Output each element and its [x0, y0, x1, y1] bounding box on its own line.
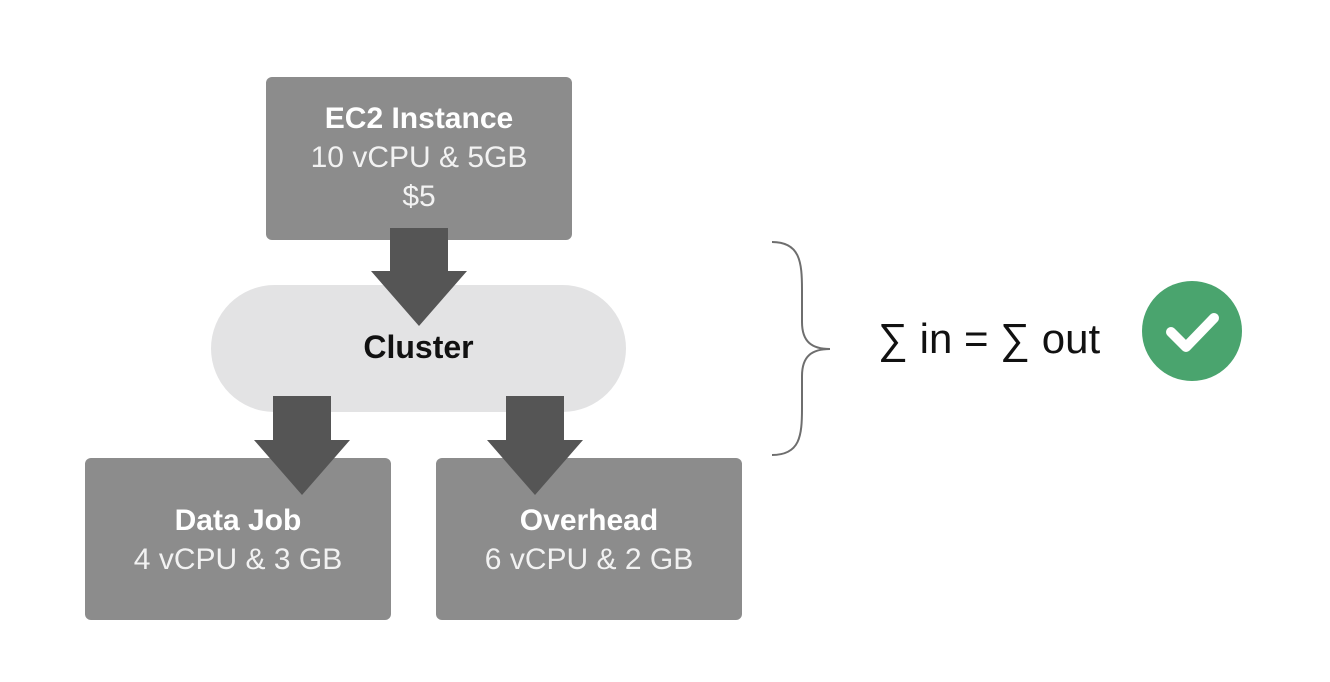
- cluster-label: Cluster: [363, 329, 474, 365]
- arrow-cluster-to-data-job: [254, 396, 350, 495]
- data-job-node: Data Job 4 vCPU & 3 GB: [85, 458, 391, 620]
- ec2-spec: 10 vCPU & 5GB: [310, 141, 528, 174]
- data-job-title: Data Job: [174, 504, 302, 537]
- ec2-cost: $5: [402, 180, 436, 213]
- arrow-ec2-to-cluster: [371, 228, 467, 326]
- conservation-equation: ∑ in = ∑ out: [878, 315, 1101, 362]
- overhead-node: Overhead 6 vCPU & 2 GB: [436, 458, 742, 620]
- data-job-spec: 4 vCPU & 3 GB: [133, 543, 343, 576]
- arrow-cluster-to-overhead: [487, 396, 583, 495]
- ec2-instance-node: EC2 Instance 10 vCPU & 5GB $5: [266, 77, 572, 240]
- ec2-title: EC2 Instance: [324, 102, 514, 135]
- overhead-title: Overhead: [519, 504, 659, 537]
- overhead-spec: 6 vCPU & 2 GB: [484, 543, 694, 576]
- check-circle-icon: [1142, 281, 1242, 381]
